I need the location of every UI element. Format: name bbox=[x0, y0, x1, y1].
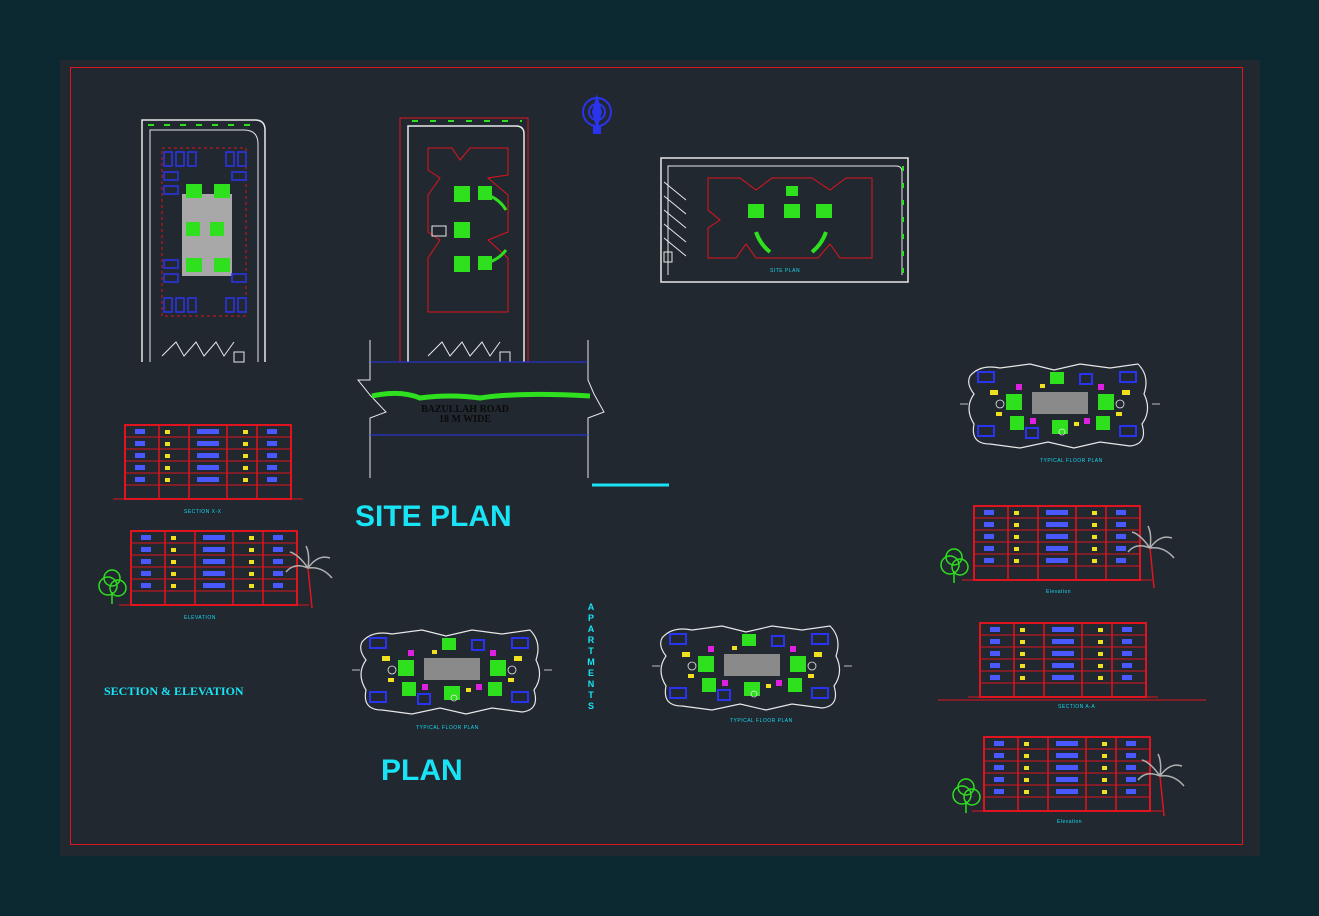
typical-floor-plan-2-caption: TYPICAL FLOOR PLAN bbox=[730, 718, 793, 724]
section-aa-drawing bbox=[938, 622, 1206, 701]
apartments-title: APARTMENTS bbox=[587, 602, 595, 711]
section-elevation-title: SECTION & ELEVATION bbox=[104, 684, 244, 698]
road-name: BAZULLAH ROAD bbox=[420, 404, 510, 415]
elevation-right-drawing bbox=[940, 505, 1175, 589]
road-label: BAZULLAH ROAD 18 M WIDE bbox=[400, 405, 530, 425]
elevation-right-caption: Elevation bbox=[1046, 589, 1072, 595]
section-xx-caption: SECTION X-X bbox=[184, 509, 222, 515]
elevation-right-2-drawing bbox=[952, 736, 1185, 817]
drawing-sheet bbox=[60, 60, 1260, 856]
plan-title: PLAN bbox=[381, 754, 463, 787]
elevation-caption: ELEVATION bbox=[184, 615, 216, 621]
section-xx-drawing bbox=[112, 424, 304, 500]
road-width: 18 M WIDE bbox=[438, 414, 492, 425]
north-arrow-icon bbox=[582, 94, 612, 134]
site-plan-right bbox=[660, 157, 909, 283]
typical-floor-plan-right-caption: TYPICAL FLOOR PLAN bbox=[1040, 458, 1103, 464]
elevation-right-2-caption: Elevation bbox=[1057, 819, 1083, 825]
typical-floor-plan-caption: TYPICAL FLOOR PLAN bbox=[416, 725, 479, 731]
site-plan-title: SITE PLAN bbox=[355, 500, 512, 533]
site-plan-center bbox=[356, 117, 669, 487]
typical-floor-plan-right bbox=[959, 363, 1161, 449]
elevation-drawing bbox=[98, 530, 333, 609]
typical-floor-plan-1 bbox=[351, 629, 553, 715]
typical-floor-plan-2 bbox=[651, 625, 853, 711]
section-aa-caption: SECTION A-A bbox=[1058, 704, 1096, 710]
site-plan-left bbox=[141, 119, 266, 363]
site-plan-small-caption: SITE PLAN bbox=[770, 268, 801, 274]
